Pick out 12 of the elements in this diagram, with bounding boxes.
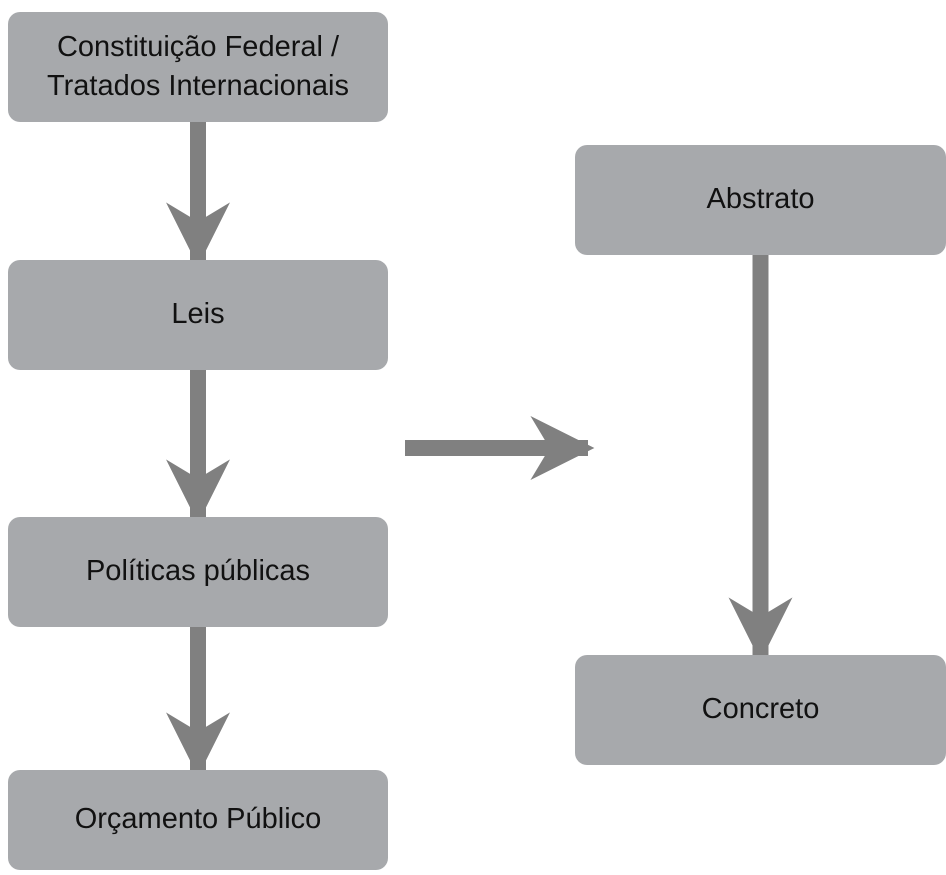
process-box: [8, 12, 388, 122]
process-box: [8, 517, 388, 627]
box-label: Constituição Federal / Tratados Internacionais: [46, 30, 350, 104]
process-box: [575, 655, 946, 765]
process-box: [575, 145, 946, 255]
process-box: [8, 770, 388, 870]
box-label: Políticas públicas: [86, 554, 310, 590]
box-label: Abstrato: [706, 182, 814, 218]
box-label: Concreto: [702, 692, 820, 728]
box-label: Leis: [171, 297, 225, 332]
box-label: Orçamento Público: [74, 802, 322, 838]
process-box: [8, 260, 388, 370]
